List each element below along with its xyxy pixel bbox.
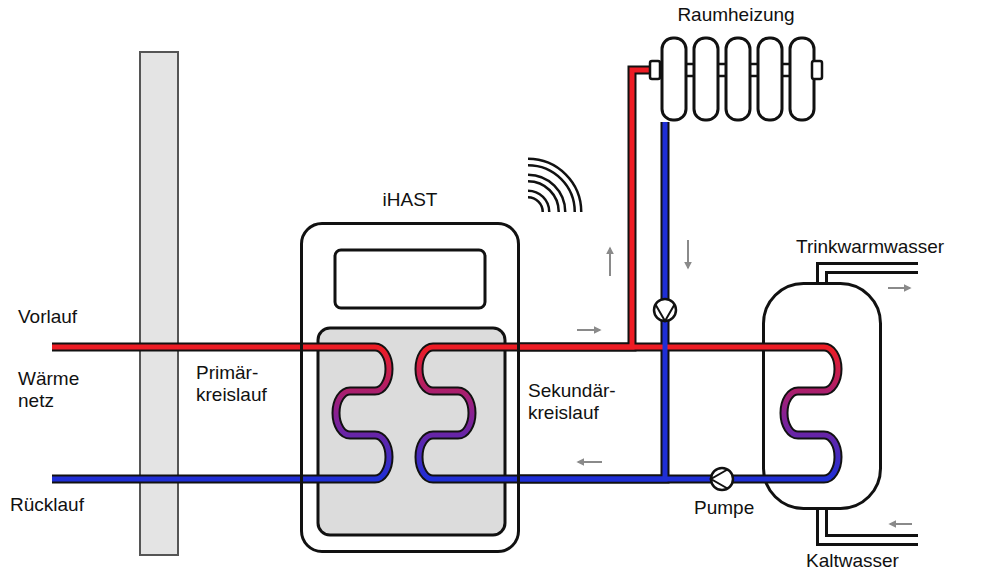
node-heading: Raumheizung xyxy=(677,4,794,26)
radiator-column xyxy=(694,38,718,120)
pipe-outline xyxy=(520,70,650,347)
wireless-arc xyxy=(528,178,562,212)
wireless-arc xyxy=(528,194,546,212)
primary-coil-outline xyxy=(52,347,389,479)
hot-water-tank-shape xyxy=(762,282,882,510)
radiator-column xyxy=(726,38,750,120)
flow-arrow xyxy=(577,329,600,331)
primary-coil xyxy=(52,347,389,479)
pipe-label: Vorlauf xyxy=(18,306,77,328)
wireless-arc xyxy=(528,194,546,212)
radiator: Raumheizung xyxy=(650,36,822,122)
pipe-label: Rücklauf xyxy=(10,494,84,516)
pump-triangle xyxy=(711,470,728,489)
pipe-outline xyxy=(520,122,665,479)
radiator-column xyxy=(662,38,686,120)
wireless-arc xyxy=(528,178,562,212)
pipes xyxy=(520,70,762,479)
tank-coil xyxy=(762,347,838,479)
radiator-column xyxy=(758,38,782,120)
radiator-cap xyxy=(650,61,660,79)
node-heading: iHAST xyxy=(383,189,438,211)
water-label: Kaltwasser xyxy=(806,550,899,572)
pipe-connector xyxy=(520,122,665,479)
secondary-coil-outline xyxy=(419,347,520,479)
wireless-symbol xyxy=(528,162,578,212)
tank-coil-outline xyxy=(762,347,838,479)
radiator-shape xyxy=(650,36,822,122)
flow-arrow xyxy=(888,287,910,289)
circuit-label: Primär- kreislauf xyxy=(196,362,288,406)
flow-arrow xyxy=(609,248,611,276)
flow-arrows xyxy=(577,240,912,524)
pump-body xyxy=(654,299,676,321)
circuit-label: Sekundär- kreislauf xyxy=(528,380,624,424)
pump-triangle xyxy=(656,305,675,322)
pipe-outline xyxy=(520,343,762,352)
network-label: Wärme netz xyxy=(18,368,98,412)
display-screen xyxy=(335,250,485,308)
node-heading: Trinkwarmwasser xyxy=(796,236,944,258)
substation-fill xyxy=(300,222,520,553)
pump-body xyxy=(711,468,733,490)
wireless-arc xyxy=(528,162,578,212)
pump-symbol xyxy=(711,468,733,490)
pipe-connector xyxy=(520,345,762,350)
secondary-coil xyxy=(419,347,520,479)
hot-water-tank: Trinkwarmwasser xyxy=(762,282,882,510)
pump-label: Pumpe xyxy=(694,497,754,519)
wireless-arc xyxy=(528,162,578,212)
substation-box: iHAST xyxy=(300,222,520,553)
radiator-column xyxy=(790,38,814,120)
pipe-connector xyxy=(520,70,650,347)
radiator-cap xyxy=(812,61,822,79)
flow-arrow xyxy=(687,240,689,268)
pipe-outlines xyxy=(520,70,762,479)
pump-symbol xyxy=(654,299,676,321)
flow-arrow xyxy=(890,523,912,525)
flow-arrow xyxy=(578,461,602,463)
